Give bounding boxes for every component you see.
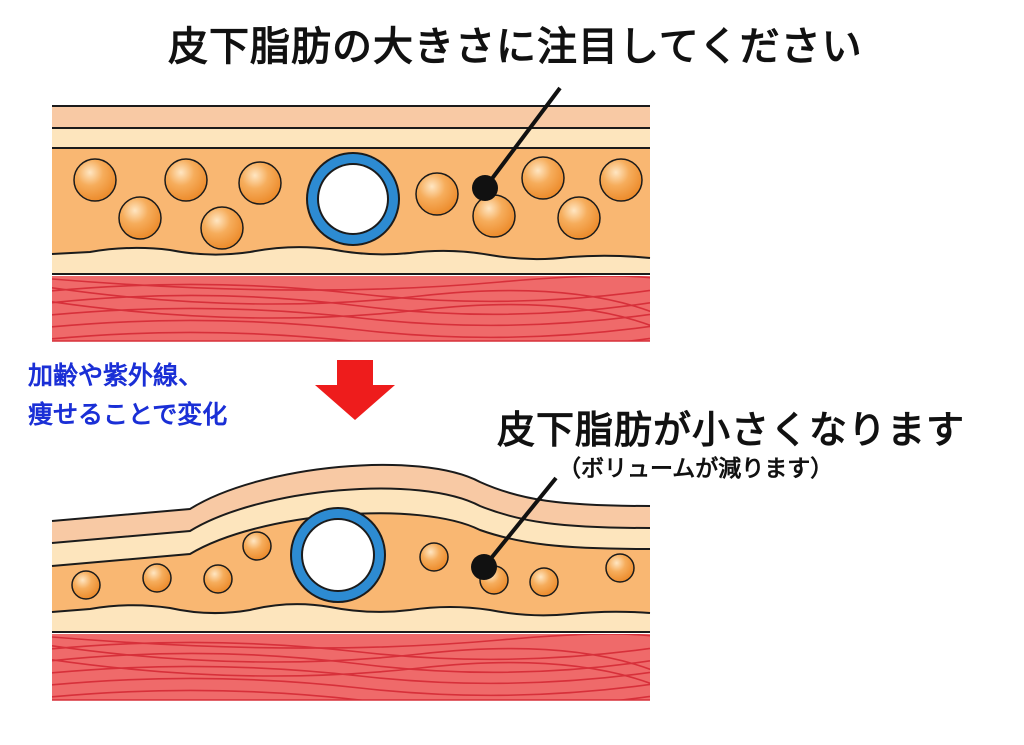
blood-vessel-after	[290, 507, 386, 603]
pointer-dot-icon	[472, 175, 498, 201]
fat-cell	[200, 206, 244, 250]
fat-cell	[118, 196, 162, 240]
fat-cells-before	[73, 156, 643, 250]
skin-before-panel	[51, 86, 651, 342]
fat-cell-small	[529, 567, 559, 597]
cause-line-2: 痩せることで変化	[28, 400, 228, 429]
fat-cell	[472, 194, 516, 238]
muscle-layer-after	[52, 634, 650, 701]
pointer-dot-icon	[471, 554, 497, 580]
result-subcaption: （ボリュームが減ります）	[558, 456, 834, 482]
top-caption: 皮下脂肪の大きさに注目してください	[168, 24, 863, 70]
cause-caption: 加齢や紫外線、 痩せることで変化	[28, 356, 227, 434]
fat-cell	[599, 158, 643, 202]
fat-cell	[415, 172, 459, 216]
fascia-layer	[52, 247, 650, 274]
fat-cells-after	[71, 531, 635, 600]
muscle-layer-before	[52, 276, 650, 342]
layer-outlines-after	[51, 463, 651, 633]
epidermis-layer	[52, 106, 650, 128]
fat-cell-small	[419, 542, 449, 572]
fat-cell-small	[203, 564, 233, 594]
fat-cell-small	[605, 553, 635, 583]
down-arrow-icon	[315, 360, 395, 420]
fat-cell	[73, 158, 117, 202]
cause-line-1: 加齢や紫外線、	[28, 361, 204, 390]
fat-cell	[557, 196, 601, 240]
pointer-after	[471, 476, 558, 580]
blood-vessel-before	[306, 152, 400, 246]
skin-after-panel	[51, 463, 651, 701]
fat-cell	[238, 161, 282, 205]
fat-cell	[521, 156, 565, 200]
layer-outlines	[51, 105, 651, 275]
result-caption: 皮下脂肪が小さくなります	[497, 408, 966, 452]
fat-cell-small	[71, 570, 101, 600]
fascia-layer-after	[52, 604, 650, 632]
dermis-layer	[52, 128, 650, 148]
pointer-before	[472, 86, 562, 201]
fat-cell-small	[142, 563, 172, 593]
fat-cell-small	[242, 531, 272, 561]
fat-cell	[164, 158, 208, 202]
